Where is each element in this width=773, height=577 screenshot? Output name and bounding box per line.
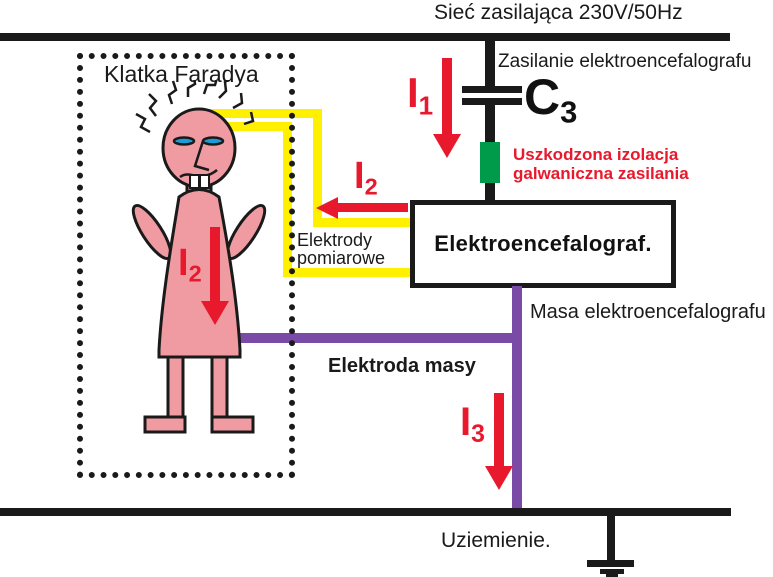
current-i2-body-label: I2 [178, 244, 202, 286]
electrodes-label-line2: pomiarowe [297, 248, 386, 268]
current-i2-wire-subscript: 2 [364, 173, 378, 200]
current-i3-label: I3 [460, 402, 485, 448]
capacitor-symbol: C [524, 69, 561, 125]
electrode-wire-b-to-eeg [283, 268, 410, 277]
ground-electrode-wire-vertical [512, 286, 522, 512]
left-eye [172, 136, 196, 146]
ground-symbol-bar2 [600, 569, 624, 574]
insulation-warning-line2: galwaniczna zasilania [513, 164, 689, 183]
i2-body-arrow-shaft [210, 227, 220, 301]
right-leg [210, 355, 229, 421]
current-i3-subscript: 3 [471, 420, 485, 448]
current-i3-symbol: I [460, 400, 472, 444]
right-tooth [199, 174, 210, 189]
eeg-ground-label: Masa elektroencefalografu [530, 301, 766, 323]
i1-arrow-head [433, 134, 461, 158]
electrodes-label: Elektrody pomiarowe [297, 231, 385, 267]
left-foot [143, 415, 187, 434]
electrode-wire-b-vertical [283, 122, 292, 277]
faraday-cage-border [77, 53, 295, 478]
mains-label: Sieć zasilająca 230V/50Hz [434, 1, 683, 24]
electrodes-label-line1: Elektrody [297, 230, 373, 250]
i2-wire-arrow-shaft [336, 203, 408, 212]
insulation-warning-line1: Uszkodzona izolacja [513, 145, 679, 164]
current-i2-wire-symbol: I [354, 155, 365, 197]
i2-wire-arrow-head [316, 197, 338, 219]
mains-wire [0, 33, 730, 41]
electrode-wire-a-to-eeg [313, 218, 410, 227]
faraday-cage-label: Klatka Faradya [104, 61, 259, 87]
hair-icon [135, 80, 255, 134]
capacitor-subscript: 3 [560, 94, 578, 130]
left-tooth [189, 174, 200, 189]
nose [193, 140, 210, 172]
ground-symbol-bar3 [606, 574, 618, 577]
current-i1-label: I1 [407, 69, 434, 121]
supply-wire-upper [485, 41, 495, 87]
right-foot [210, 415, 255, 434]
eeg-device-label: Elektroencefalograf. [434, 231, 652, 256]
i3-arrow-shaft [494, 393, 504, 466]
electrode-wire-a-vertical [313, 109, 322, 227]
supply-label: Zasilanie elektroencefalografu [498, 51, 752, 72]
current-i1-subscript: 1 [418, 90, 434, 121]
current-i1-symbol: I [407, 69, 419, 116]
ground-symbol-bar1 [587, 560, 634, 567]
current-i2-body-symbol: I [178, 242, 189, 284]
i1-arrow-shaft [442, 58, 452, 134]
earth-label: Uziemienie. [441, 529, 551, 552]
capacitor-plate-bottom [462, 98, 522, 105]
ground-electrode-wire-horizontal [238, 333, 522, 343]
earth-wire [0, 508, 731, 516]
i3-arrow-head [485, 466, 513, 490]
capacitor-label: C3 [524, 72, 577, 128]
capacitor-plate-top [462, 86, 522, 93]
ground-electrode-label: Elektroda masy [328, 355, 476, 377]
i2-body-arrow-head [201, 301, 229, 325]
eeg-device-box: Elektroencefalograf. [410, 200, 676, 288]
current-i2-wire-label: I2 [354, 157, 378, 199]
electrode-wire-b-top [222, 122, 292, 131]
current-i2-body-subscript: 2 [188, 260, 202, 287]
ground-symbol-stem [607, 516, 615, 561]
damaged-insulation-block [480, 142, 500, 183]
electrode-wire-a-top [205, 109, 322, 118]
right-eye [201, 136, 225, 146]
left-leg [166, 355, 185, 421]
